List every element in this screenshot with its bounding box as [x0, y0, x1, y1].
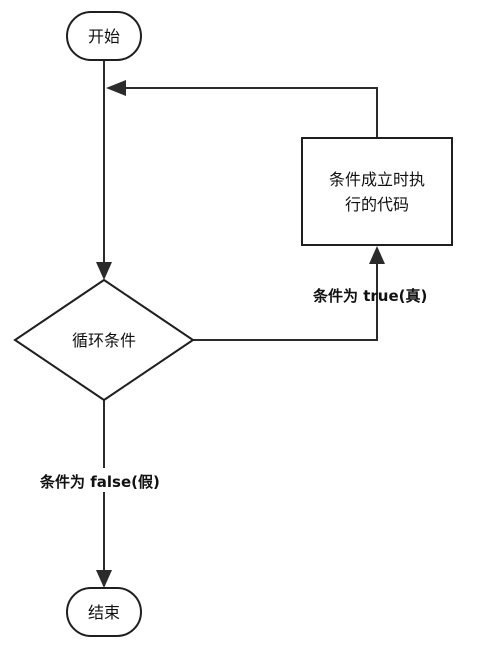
- edge-labels: 条件为 true(真) 条件为 false(假): [38, 287, 427, 492]
- edge-condition-to-end-arrowhead: [96, 570, 112, 588]
- condition-label: 循环条件: [72, 331, 136, 350]
- edge-body-loop-back-arrowhead: [106, 80, 126, 96]
- start-terminator-shape: [66, 11, 142, 61]
- node-condition: 循环条件: [13, 278, 195, 402]
- false-branch-label-background: [38, 468, 188, 492]
- body-process-shape: [301, 137, 453, 246]
- node-body: 条件成立时执 行的代码: [301, 137, 453, 246]
- node-end: 结束: [66, 587, 142, 637]
- body-label-line-2: 行的代码: [345, 195, 409, 214]
- condition-decision-shape: [13, 278, 195, 402]
- edge-start-to-condition-arrowhead: [96, 262, 112, 280]
- start-label: 开始: [88, 27, 120, 46]
- true-branch-label: 条件为 true(真): [312, 287, 427, 305]
- edge-condition-to-body: [193, 262, 378, 341]
- edge-condition-to-body-arrowhead: [369, 246, 385, 264]
- body-label-line-1: 条件成立时执: [329, 170, 425, 189]
- edge-body-loop-back: [124, 87, 378, 138]
- false-branch-label: 条件为 false(假): [39, 473, 160, 491]
- end-label: 结束: [88, 603, 120, 622]
- end-terminator-shape: [66, 587, 142, 637]
- node-start: 开始: [66, 11, 142, 61]
